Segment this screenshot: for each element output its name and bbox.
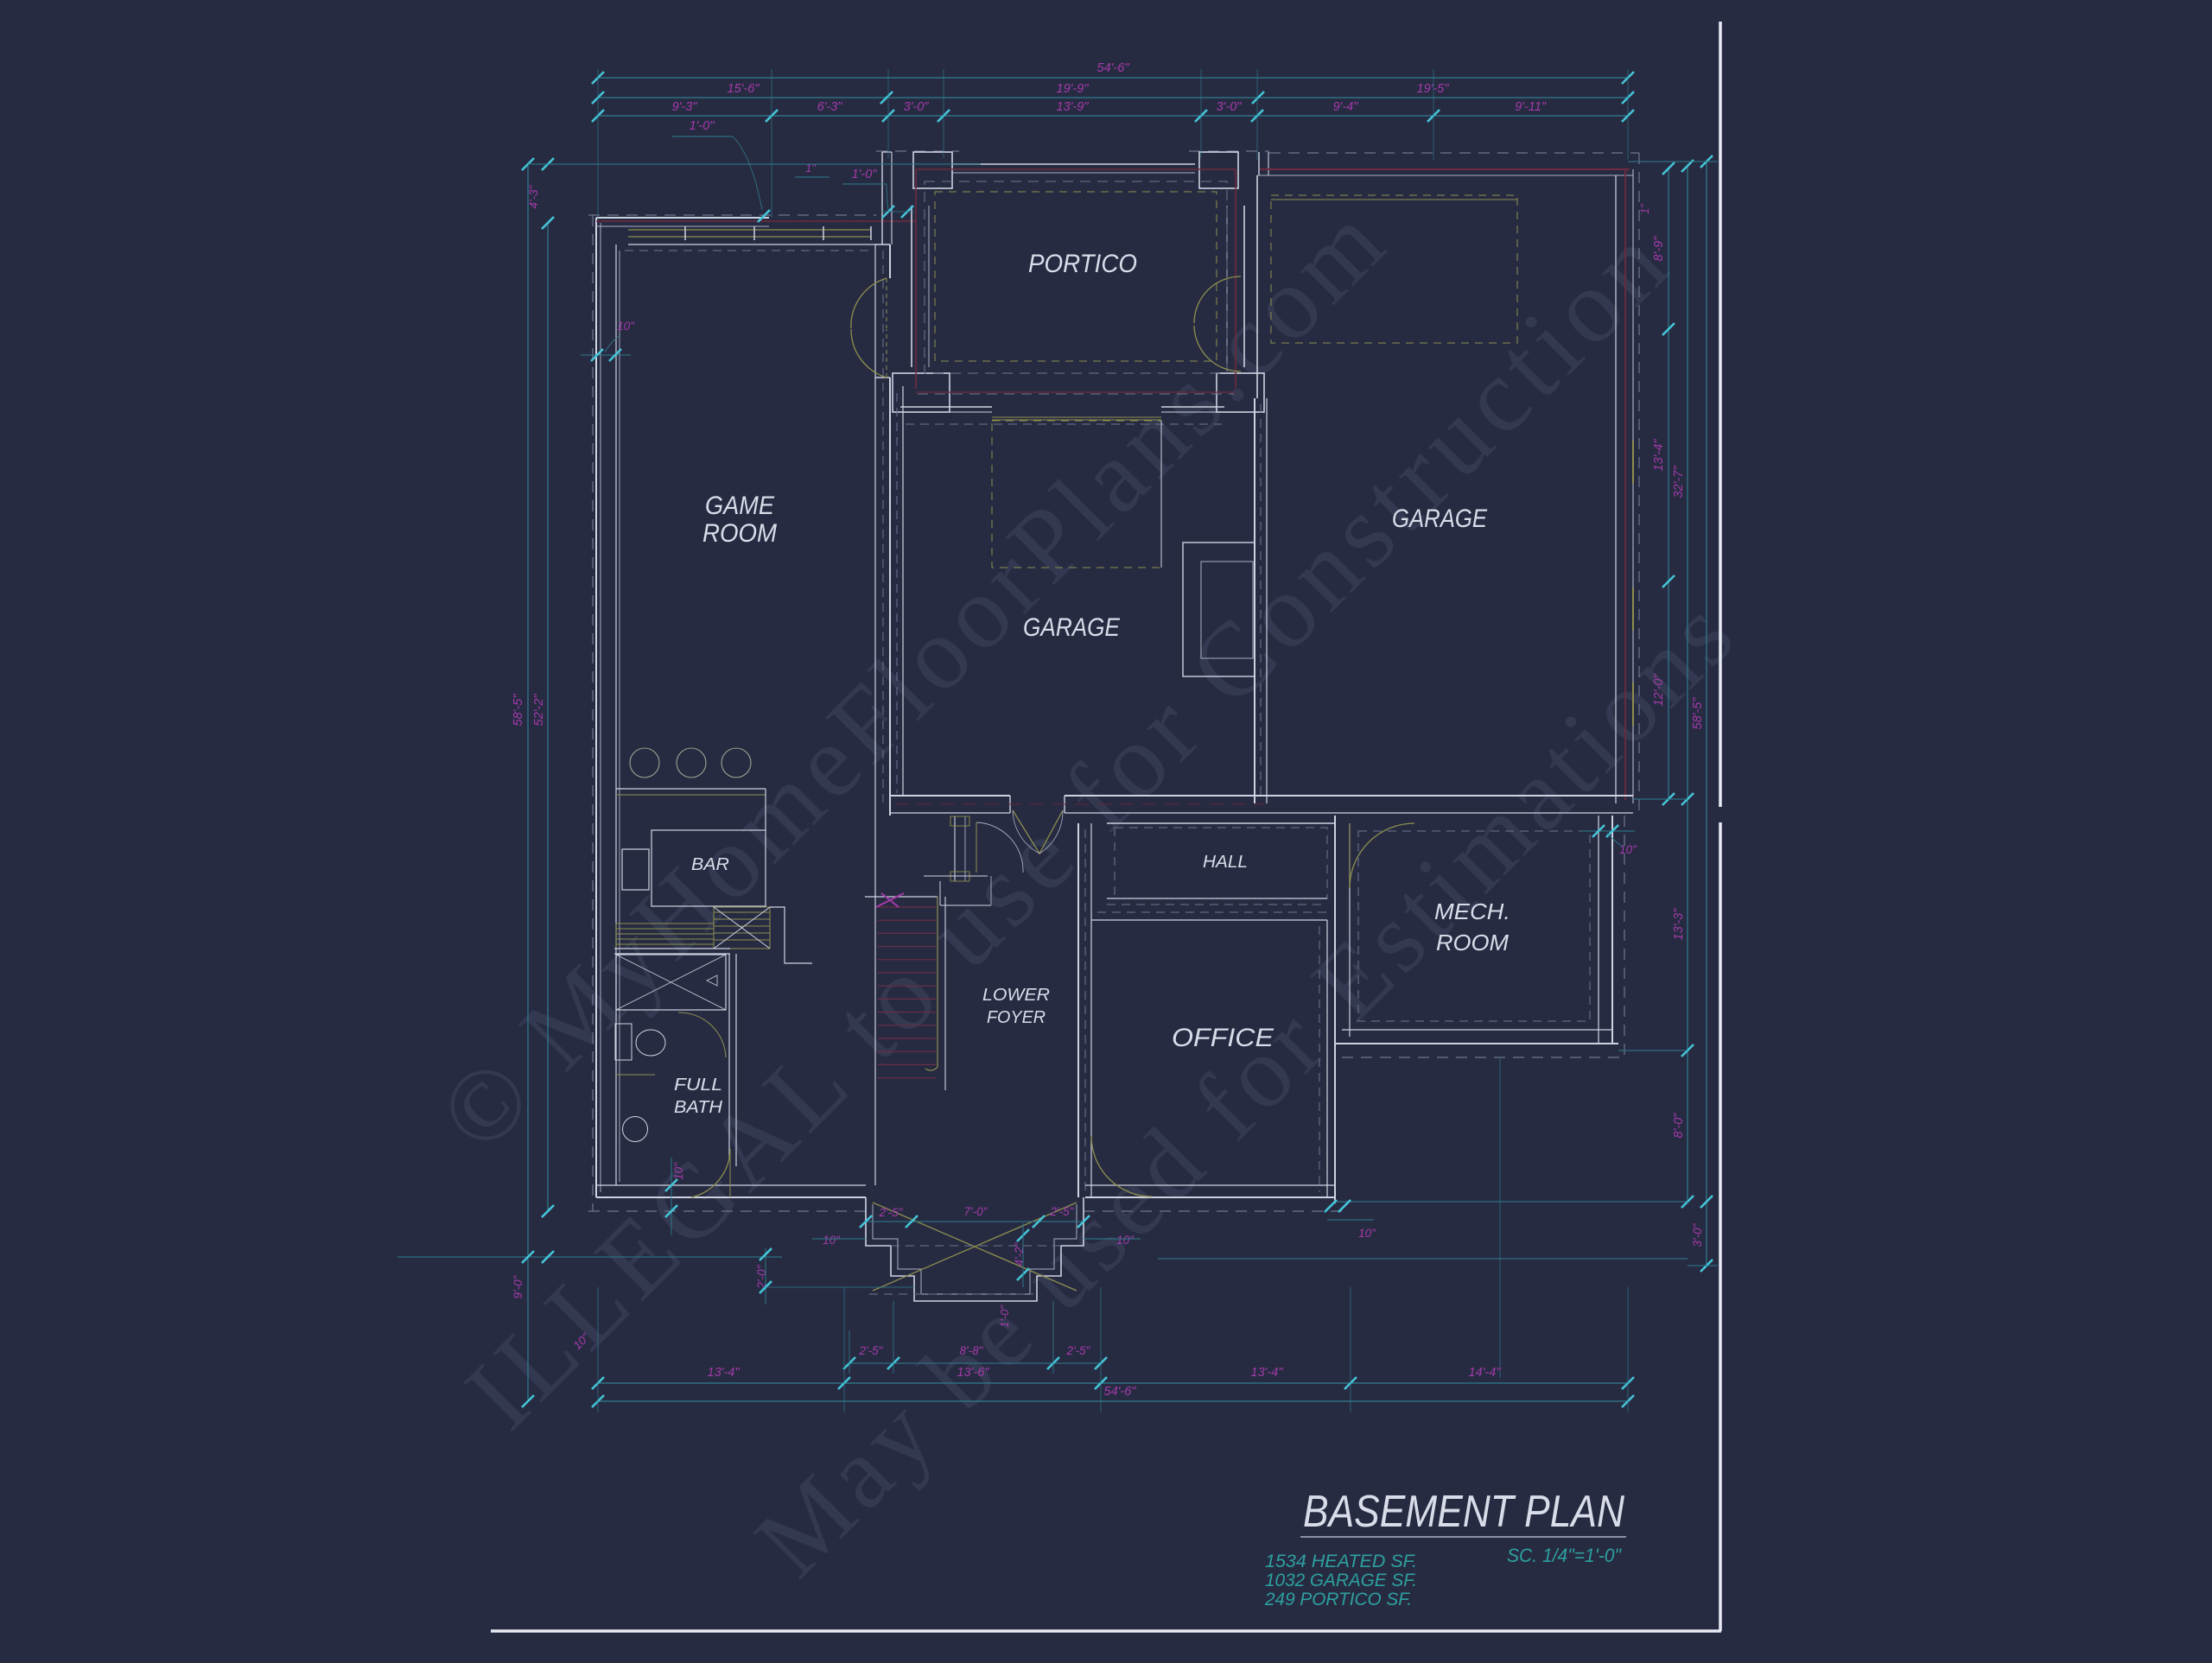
svg-text:4'-3": 4'-3" — [527, 184, 540, 208]
svg-text:9'-0": 9'-0" — [512, 1274, 524, 1298]
svg-text:13'-3": 13'-3" — [1672, 908, 1686, 941]
svg-text:MECH.: MECH. — [1434, 898, 1510, 924]
svg-text:2'-5": 2'-5" — [1066, 1344, 1091, 1357]
svg-text:OFFICE: OFFICE — [1172, 1024, 1274, 1052]
svg-text:4'-2": 4'-2" — [1013, 1241, 1026, 1266]
svg-text:32'-7": 32'-7" — [1672, 466, 1686, 498]
svg-text:LOWER: LOWER — [982, 986, 1050, 1005]
svg-text:58'-5": 58'-5" — [1691, 697, 1705, 730]
svg-text:1'-0": 1'-0" — [852, 168, 878, 181]
svg-text:13'-6": 13'-6" — [957, 1366, 990, 1380]
svg-text:10": 10" — [1619, 843, 1637, 856]
svg-text:1'-0": 1'-0" — [998, 1304, 1011, 1328]
svg-text:GARAGE: GARAGE — [1392, 505, 1488, 533]
svg-text:13'-4": 13'-4" — [1251, 1366, 1284, 1380]
svg-text:8'-0": 8'-0" — [1672, 1113, 1686, 1139]
svg-text:2'-5": 2'-5" — [859, 1344, 884, 1357]
svg-text:15'-6": 15'-6" — [728, 82, 760, 96]
svg-text:19'-5": 19'-5" — [1417, 82, 1450, 96]
svg-text:1": 1" — [805, 162, 817, 175]
svg-text:13'-4": 13'-4" — [708, 1366, 741, 1380]
svg-text:BAR: BAR — [691, 855, 729, 874]
svg-text:ROOM: ROOM — [702, 519, 777, 548]
svg-text:BASEMENT PLAN: BASEMENT PLAN — [1303, 1487, 1624, 1537]
svg-text:SC. 1/4"=1'-0": SC. 1/4"=1'-0" — [1507, 1545, 1622, 1566]
svg-text:3'-0": 3'-0" — [1217, 100, 1243, 114]
svg-text:BATH: BATH — [674, 1098, 723, 1117]
svg-text:9'-3": 9'-3" — [672, 100, 698, 114]
svg-text:9'-11": 9'-11" — [1515, 100, 1547, 114]
svg-text:10": 10" — [1116, 1234, 1135, 1247]
svg-text:ROOM: ROOM — [1436, 930, 1509, 955]
svg-text:54'-6": 54'-6" — [1104, 1385, 1137, 1399]
svg-text:52'-2": 52'-2" — [532, 694, 546, 727]
svg-text:13'-9": 13'-9" — [1057, 100, 1090, 114]
svg-text:1'-0": 1'-0" — [690, 119, 715, 133]
svg-text:6'-3": 6'-3" — [817, 100, 843, 114]
svg-text:2'-5": 2'-5" — [1050, 1205, 1075, 1218]
svg-text:13'-4": 13'-4" — [1652, 439, 1666, 472]
svg-text:9'-4": 9'-4" — [1333, 100, 1359, 114]
svg-text:3'-0": 3'-0" — [904, 100, 930, 114]
svg-text:10": 10" — [1358, 1227, 1376, 1240]
svg-text:HALL: HALL — [1203, 853, 1248, 872]
svg-text:19'-9": 19'-9" — [1057, 82, 1090, 96]
svg-text:10": 10" — [672, 1162, 685, 1180]
svg-text:1": 1" — [1639, 204, 1651, 214]
svg-text:GARAGE: GARAGE — [1023, 613, 1121, 642]
svg-text:FOYER: FOYER — [987, 1008, 1046, 1027]
svg-text:10": 10" — [823, 1234, 841, 1247]
svg-text:3'-0": 3'-0" — [1691, 1222, 1704, 1247]
svg-text:8'-9": 8'-9" — [1652, 236, 1666, 262]
svg-text:249 PORTICO SF.: 249 PORTICO SF. — [1264, 1590, 1412, 1609]
svg-text:7'-0": 7'-0" — [964, 1205, 988, 1218]
svg-text:14'-4": 14'-4" — [1469, 1366, 1502, 1380]
svg-text:PORTICO: PORTICO — [1028, 250, 1137, 278]
svg-text:8'-8": 8'-8" — [960, 1344, 984, 1357]
svg-text:10": 10" — [617, 320, 635, 333]
svg-text:1032 GARAGE SF.: 1032 GARAGE SF. — [1265, 1571, 1417, 1590]
svg-text:FULL: FULL — [674, 1076, 722, 1095]
svg-text:2'-0": 2'-0" — [755, 1264, 768, 1289]
svg-text:GAME: GAME — [705, 492, 775, 520]
svg-text:1534 HEATED SF.: 1534 HEATED SF. — [1265, 1552, 1417, 1571]
svg-text:2'-5": 2'-5" — [879, 1206, 904, 1219]
svg-text:58'-5": 58'-5" — [512, 694, 525, 727]
svg-text:12'-0": 12'-0" — [1652, 674, 1666, 707]
svg-text:54'-6": 54'-6" — [1097, 61, 1130, 75]
